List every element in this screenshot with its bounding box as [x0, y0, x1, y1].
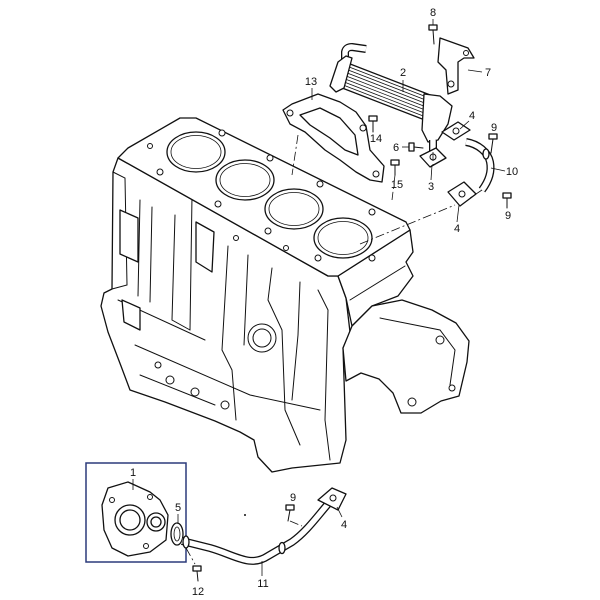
block-side-face — [100, 157, 351, 473]
cylinder-bore-1 — [166, 131, 226, 173]
flange — [317, 487, 347, 511]
gasket — [170, 522, 184, 546]
callout-8: 8 — [430, 7, 436, 19]
block-end-face — [337, 229, 414, 327]
bolt — [502, 192, 512, 209]
bolt — [192, 565, 202, 582]
flange — [447, 181, 477, 207]
cylinder-bore-3 — [264, 188, 324, 230]
callout-4-middle: 4 — [454, 223, 460, 235]
block-ribs — [111, 171, 456, 461]
callout-3: 3 — [428, 181, 434, 193]
cylinder-bores — [147, 129, 376, 262]
cylinder-bore-2 — [215, 159, 275, 201]
callout-15: 15 — [391, 179, 403, 191]
callout-9-right: 9 — [505, 210, 511, 222]
bolt — [368, 115, 378, 133]
cooler-mounting-plate — [282, 93, 385, 183]
callout-13: 13 — [305, 76, 317, 88]
callout-14: 14 — [370, 133, 382, 145]
callout-7: 7 — [485, 67, 491, 79]
bracket — [437, 37, 475, 95]
callout-4-lower: 4 — [341, 519, 347, 531]
egr-valve-housing — [101, 481, 169, 557]
dot-mark — [244, 514, 246, 516]
bolt — [390, 159, 400, 176]
callout-10: 10 — [506, 166, 518, 178]
bolt — [408, 142, 424, 152]
bellhousing-flange — [342, 299, 470, 414]
egr-pipe-lower — [181, 501, 332, 565]
egr-pipe-upper — [465, 138, 495, 193]
callout-9-lower: 9 — [290, 492, 296, 504]
callouts: 8 7 2 13 4 9 14 6 10 15 3 9 4 1 5 9 4 11… — [130, 7, 518, 598]
leader-lines — [132, 19, 506, 576]
part-1-frame — [85, 462, 187, 563]
bolt — [488, 133, 498, 154]
bolt — [428, 24, 438, 45]
bolt — [285, 504, 295, 522]
cooler-fins — [337, 64, 438, 120]
callout-6: 6 — [393, 142, 399, 154]
callout-1: 1 — [130, 467, 136, 479]
assembly-lines — [185, 134, 483, 565]
callout-4-upper: 4 — [469, 110, 475, 122]
callout-11: 11 — [257, 578, 268, 590]
callout-5: 5 — [175, 502, 181, 514]
cylinder-bore-4 — [313, 217, 373, 259]
engine-block — [100, 117, 470, 473]
callout-2: 2 — [400, 67, 406, 79]
callout-12: 12 — [192, 586, 204, 598]
callout-9-upper: 9 — [491, 122, 497, 134]
